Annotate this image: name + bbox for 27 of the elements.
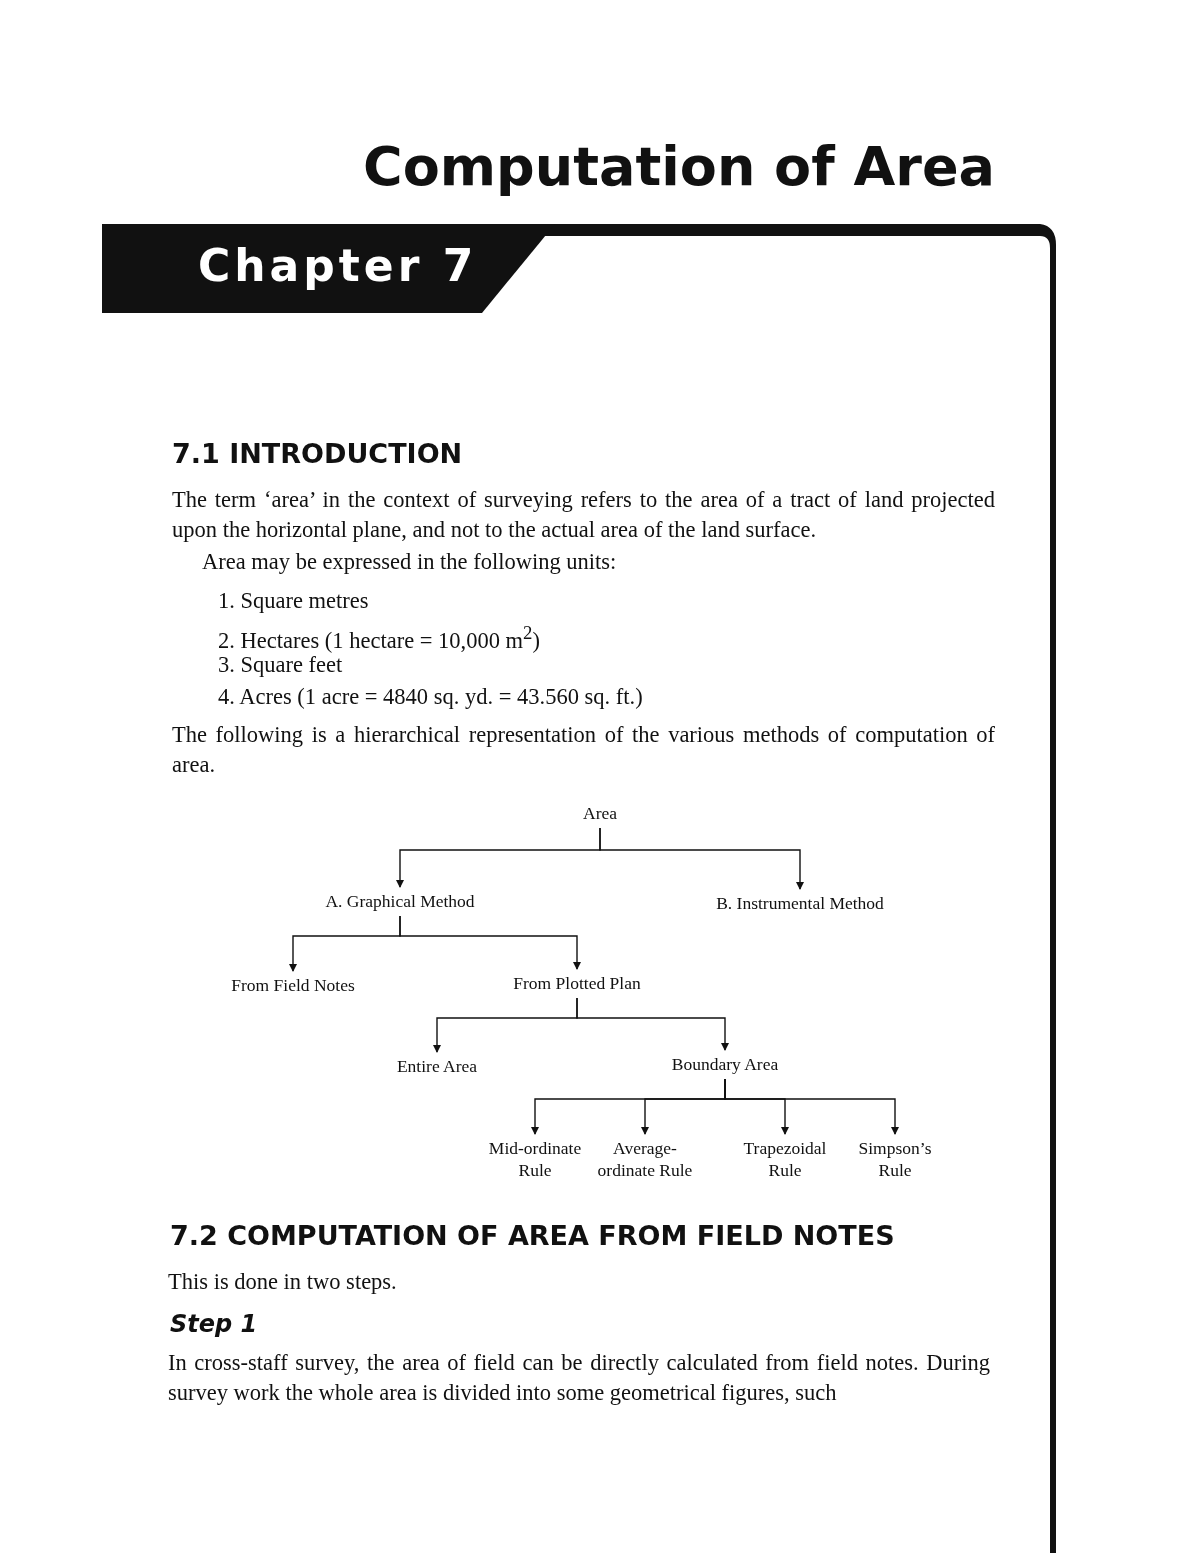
- chapter-number: Chapter 7: [198, 240, 478, 291]
- tree-node-label: Boundary Area: [671, 1053, 779, 1075]
- tree-node-label: Simpson’s Rule: [845, 1137, 945, 1181]
- paragraph: In cross-staff survey, the area of field can be directly calculated from field notes. During survey work the whole area is divided into some geometrical figures, such: [168, 1349, 990, 1407]
- tree-connector: [724, 1078, 899, 1135]
- tree-connector: [399, 915, 581, 970]
- tree-node-label: From Plotted Plan: [513, 972, 641, 994]
- list-item: 2. Hectares (1 hectare = 10,000 m$^{2}$): [218, 621, 540, 655]
- tree-node-label: Trapezoidal Rule: [730, 1137, 840, 1181]
- tree-node-label: Area: [583, 802, 617, 824]
- tree-connector: [576, 997, 729, 1051]
- list-item: 4. Acres (1 acre = 4840 sq. yd. = 43.560 sq. ft.): [218, 683, 643, 711]
- section-heading: 7.2 COMPUTATION OF AREA FROM FIELD NOTES: [170, 1220, 895, 1251]
- paragraph: Area may be expressed in the following units:: [202, 548, 617, 576]
- tree-node-label: A. Graphical Method: [325, 890, 475, 912]
- tree-node-label: Entire Area: [396, 1055, 478, 1077]
- paragraph: This is done in two steps.: [168, 1268, 397, 1296]
- section-heading: 7.1 INTRODUCTION: [172, 438, 463, 469]
- chapter-title: Computation of Area: [363, 135, 995, 198]
- paragraph: The term ‘area’ in the context of surveying refers to the area of a tract of land projected upon the horizontal plane, and not to the actual area of the land surface.: [172, 486, 995, 544]
- list-item: 1. Square metres: [218, 587, 369, 615]
- tree-connector: [599, 827, 804, 890]
- step-heading: Step 1: [170, 1310, 258, 1338]
- list-item: 3. Square feet: [218, 652, 343, 679]
- paragraph: The following is a hierarchical representation of the various methods of computation of area.: [172, 721, 995, 779]
- tree-node-label: B. Instrumental Method: [716, 892, 884, 914]
- tree-node-label: From Field Notes: [231, 974, 355, 996]
